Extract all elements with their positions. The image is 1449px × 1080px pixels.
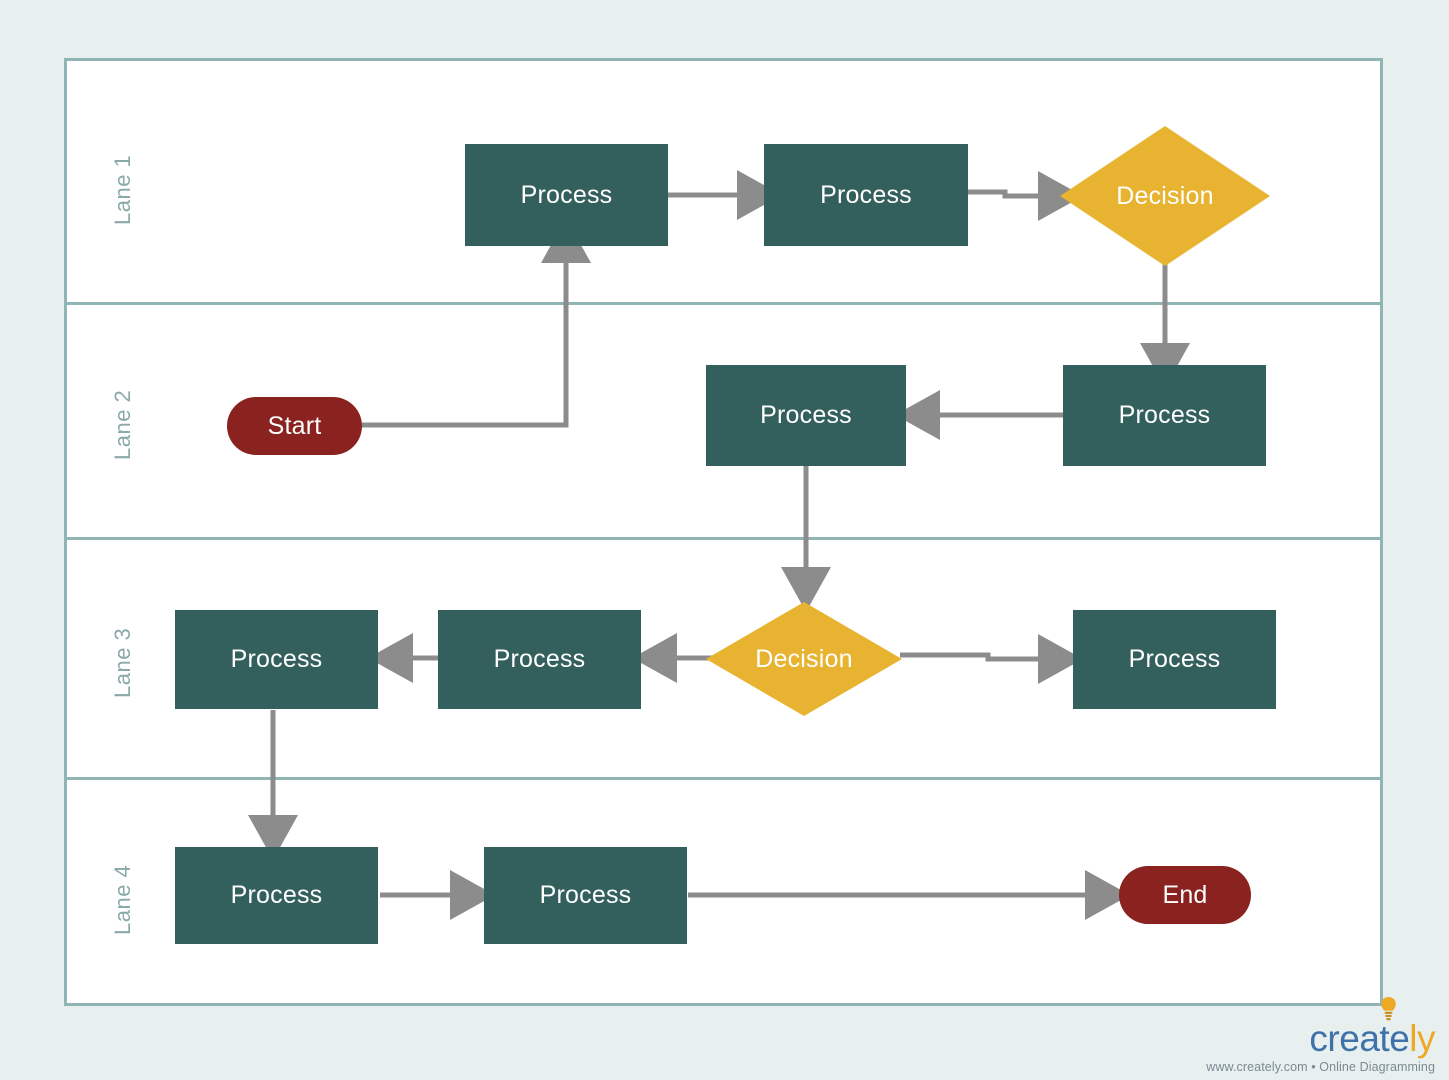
node-label: Process [230,881,323,909]
node-l3-process-1[interactable]: Process [175,610,378,709]
creately-logo: creately [1206,997,1435,1059]
lane-divider-3 [67,777,1380,780]
node-l4-process-2[interactable]: Process [484,847,687,944]
node-label: Process [230,645,323,673]
lightbulb-icon [1381,997,1396,1021]
node-l3-process-3[interactable]: Process [1073,610,1276,709]
node-l1-decision[interactable]: Decision [1060,126,1270,266]
lane-label-4: Lane 4 [110,864,135,935]
node-l1-process-2[interactable]: Process [764,144,968,246]
node-label: Process [493,645,586,673]
creately-branding: creately www.creately.com • Online Diagr… [1206,997,1435,1074]
node-l2-process-1[interactable]: Process [706,365,906,466]
lane-label-1: Lane 1 [110,154,135,225]
logo-text-ly: ly [1409,1018,1435,1059]
node-l2-start[interactable]: Start [227,397,362,455]
node-label: Decision [1116,181,1214,210]
node-label: Process [1118,401,1211,429]
creately-tagline: www.creately.com • Online Diagramming [1206,1060,1435,1074]
node-label: Process [820,180,912,209]
logo-text-e: e [1389,1018,1410,1059]
lane-label-2: Lane 2 [110,389,135,460]
lane-divider-2 [67,537,1380,540]
lane-divider-1 [67,302,1380,305]
node-label: Start [267,411,322,440]
node-l4-end[interactable]: End [1119,866,1251,924]
node-label: Process [1128,645,1221,673]
lane-label-3: Lane 3 [110,627,135,698]
node-label: Process [760,401,852,429]
node-l1-process-1[interactable]: Process [465,144,668,246]
node-l2-process-2[interactable]: Process [1063,365,1266,466]
node-label: Process [539,881,632,909]
logo-text-creat: creat [1309,1018,1390,1059]
node-l3-process-2[interactable]: Process [438,610,641,709]
node-l4-process-1[interactable]: Process [175,847,378,944]
node-label: End [1162,880,1208,909]
node-l3-decision[interactable]: Decision [706,602,902,716]
node-label: Decision [755,644,853,673]
node-label: Process [520,180,613,209]
